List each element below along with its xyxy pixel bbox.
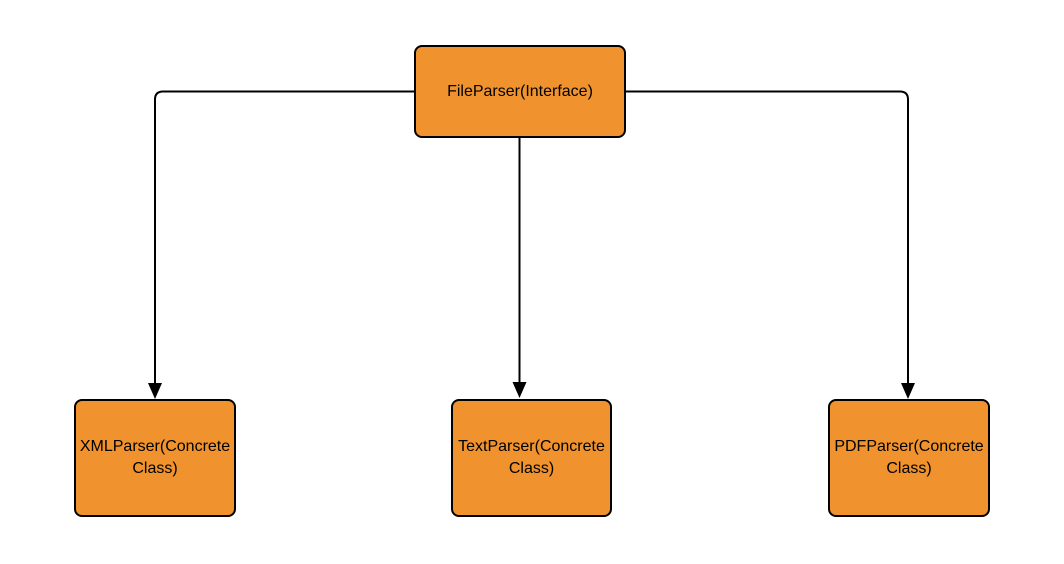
node-xmlparser-concrete-class: XMLParser(Concrete Class)	[74, 399, 236, 517]
connector-parent-to-xmlparser	[154, 90, 414, 384]
node-xmlparser-label: XMLParser(Concrete Class)	[79, 438, 231, 477]
node-textparser-concrete-class: TextParser(Concrete Class)	[451, 399, 612, 517]
node-fileparser-interface-label: FileParser(Interface)	[447, 82, 593, 100]
arrowhead-xmlparser-icon	[148, 383, 162, 399]
node-fileparser-interface: FileParser(Interface)	[414, 45, 626, 138]
connector-parent-to-pdfparser	[626, 90, 909, 384]
arrowhead-pdfparser-icon	[901, 383, 915, 399]
node-textparser-label: TextParser(Concrete Class)	[458, 438, 605, 477]
node-pdfparser-concrete-class: PDFParser(Concrete Class)	[828, 399, 990, 517]
node-pdfparser-label: PDFParser(Concrete Class)	[834, 438, 984, 477]
arrowhead-textparser-icon	[512, 382, 527, 398]
